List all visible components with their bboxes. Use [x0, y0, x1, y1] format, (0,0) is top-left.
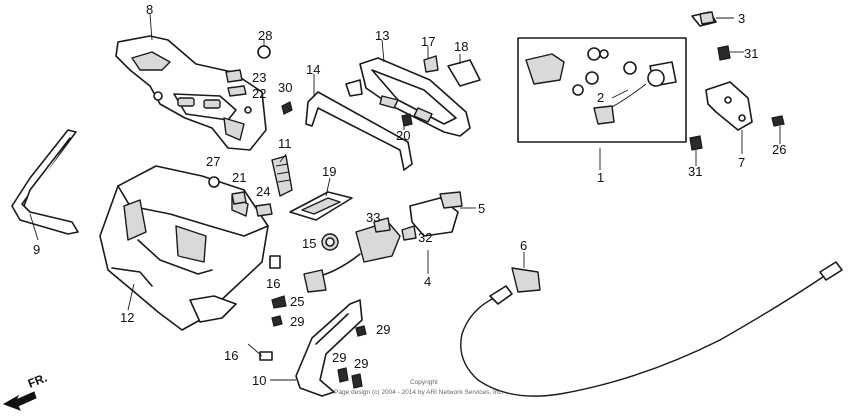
copyright-line-2: Page design (c) 2004 - 2014 by ARI Netwo…	[334, 389, 504, 396]
part-23-tape	[225, 69, 243, 83]
callout-12: 12	[120, 310, 134, 325]
part-6-cable	[460, 261, 843, 397]
part-11-hinge	[271, 155, 293, 197]
callout-14: 14	[306, 62, 320, 77]
part-8-upper-bracket	[115, 35, 267, 151]
part-32-clip	[401, 225, 417, 241]
copyright-line-1: Copyright	[410, 379, 438, 386]
part-15-knob	[321, 233, 339, 251]
part-27-nut	[208, 176, 220, 188]
callout-15: 15	[302, 236, 316, 251]
part-28-clip	[257, 45, 271, 59]
part-13-lid-frame	[345, 57, 471, 137]
callout-29-c: 29	[332, 350, 346, 365]
callout-10: 10	[252, 373, 266, 388]
part-29-screw-a	[271, 315, 283, 327]
part-16-clip	[269, 255, 281, 269]
part-20-screw	[401, 113, 413, 127]
copyright-watermark: Copyright Page design (c) 2004 - 2014 by…	[334, 379, 504, 396]
callout-33: 33	[366, 210, 380, 225]
part-3-key	[691, 11, 717, 27]
callout-3: 3	[738, 11, 745, 26]
part-4-switch-harness	[303, 221, 401, 293]
callout-18: 18	[454, 39, 468, 54]
callout-16-upper: 16	[266, 276, 280, 291]
callout-30: 30	[278, 80, 292, 95]
part-7-lock-bracket	[705, 81, 753, 131]
callout-5: 5	[478, 201, 485, 216]
part-17-clip	[423, 55, 439, 73]
part-26-screw	[771, 115, 785, 127]
part-24-tape	[255, 203, 273, 217]
callout-1: 1	[597, 170, 604, 185]
callout-22: 22	[252, 86, 266, 101]
callout-29-d: 29	[354, 356, 368, 371]
part-22-tape	[227, 85, 247, 97]
callout-7: 7	[738, 155, 745, 170]
callout-32: 32	[418, 230, 432, 245]
callout-6: 6	[520, 238, 527, 253]
part-33-clip	[373, 217, 391, 233]
callout-24: 24	[256, 184, 270, 199]
callout-2: 2	[597, 90, 604, 105]
part-12-glove-box	[99, 165, 269, 331]
callout-labels: 1 2 3 4 5 6 7 8 9 10 11 12 13 14 15 16 1…	[33, 2, 786, 388]
front-direction-indicator: FR.	[2, 371, 49, 411]
part-31-screw-a	[717, 45, 731, 61]
fasteners	[208, 45, 785, 389]
part-9-left-trim	[11, 129, 79, 235]
callout-25: 25	[290, 294, 304, 309]
callout-27: 27	[206, 154, 220, 169]
front-arrow-icon	[2, 391, 37, 411]
callout-23: 23	[252, 70, 266, 85]
callout-20: 20	[396, 128, 410, 143]
callout-29-a: 29	[290, 314, 304, 329]
callout-4: 4	[424, 274, 431, 289]
callout-13: 13	[375, 28, 389, 43]
part-14-rod	[305, 91, 413, 171]
part-10-lower-trim	[295, 299, 363, 397]
callout-31-lower: 31	[688, 164, 702, 179]
part-21-tape	[231, 191, 247, 205]
callout-31-upper: 31	[744, 46, 758, 61]
part-29-screw-d	[351, 373, 363, 389]
callout-8: 8	[146, 2, 153, 17]
callout-28: 28	[258, 28, 272, 43]
part-29-screw-c	[337, 367, 349, 383]
callout-9: 9	[33, 242, 40, 257]
part-30-screw	[281, 101, 293, 115]
callout-11: 11	[278, 136, 292, 151]
part-25-screw	[271, 295, 287, 309]
callout-16-lower: 16	[224, 348, 238, 363]
part-16-clip-lower	[259, 351, 273, 361]
callout-21: 21	[232, 170, 246, 185]
part-29-screw-b	[355, 325, 367, 337]
callout-29-b: 29	[376, 322, 390, 337]
fr-label: FR.	[26, 371, 49, 391]
part-19-pad	[289, 191, 353, 221]
callout-19: 19	[322, 164, 336, 179]
part-5-latch	[409, 191, 463, 237]
leader-lines	[29, 13, 781, 381]
callout-26: 26	[772, 142, 786, 157]
part-1-lock-set	[517, 37, 687, 143]
part-31-screw-b	[689, 135, 703, 151]
part-18-lock	[447, 59, 481, 87]
callout-17: 17	[421, 34, 435, 49]
